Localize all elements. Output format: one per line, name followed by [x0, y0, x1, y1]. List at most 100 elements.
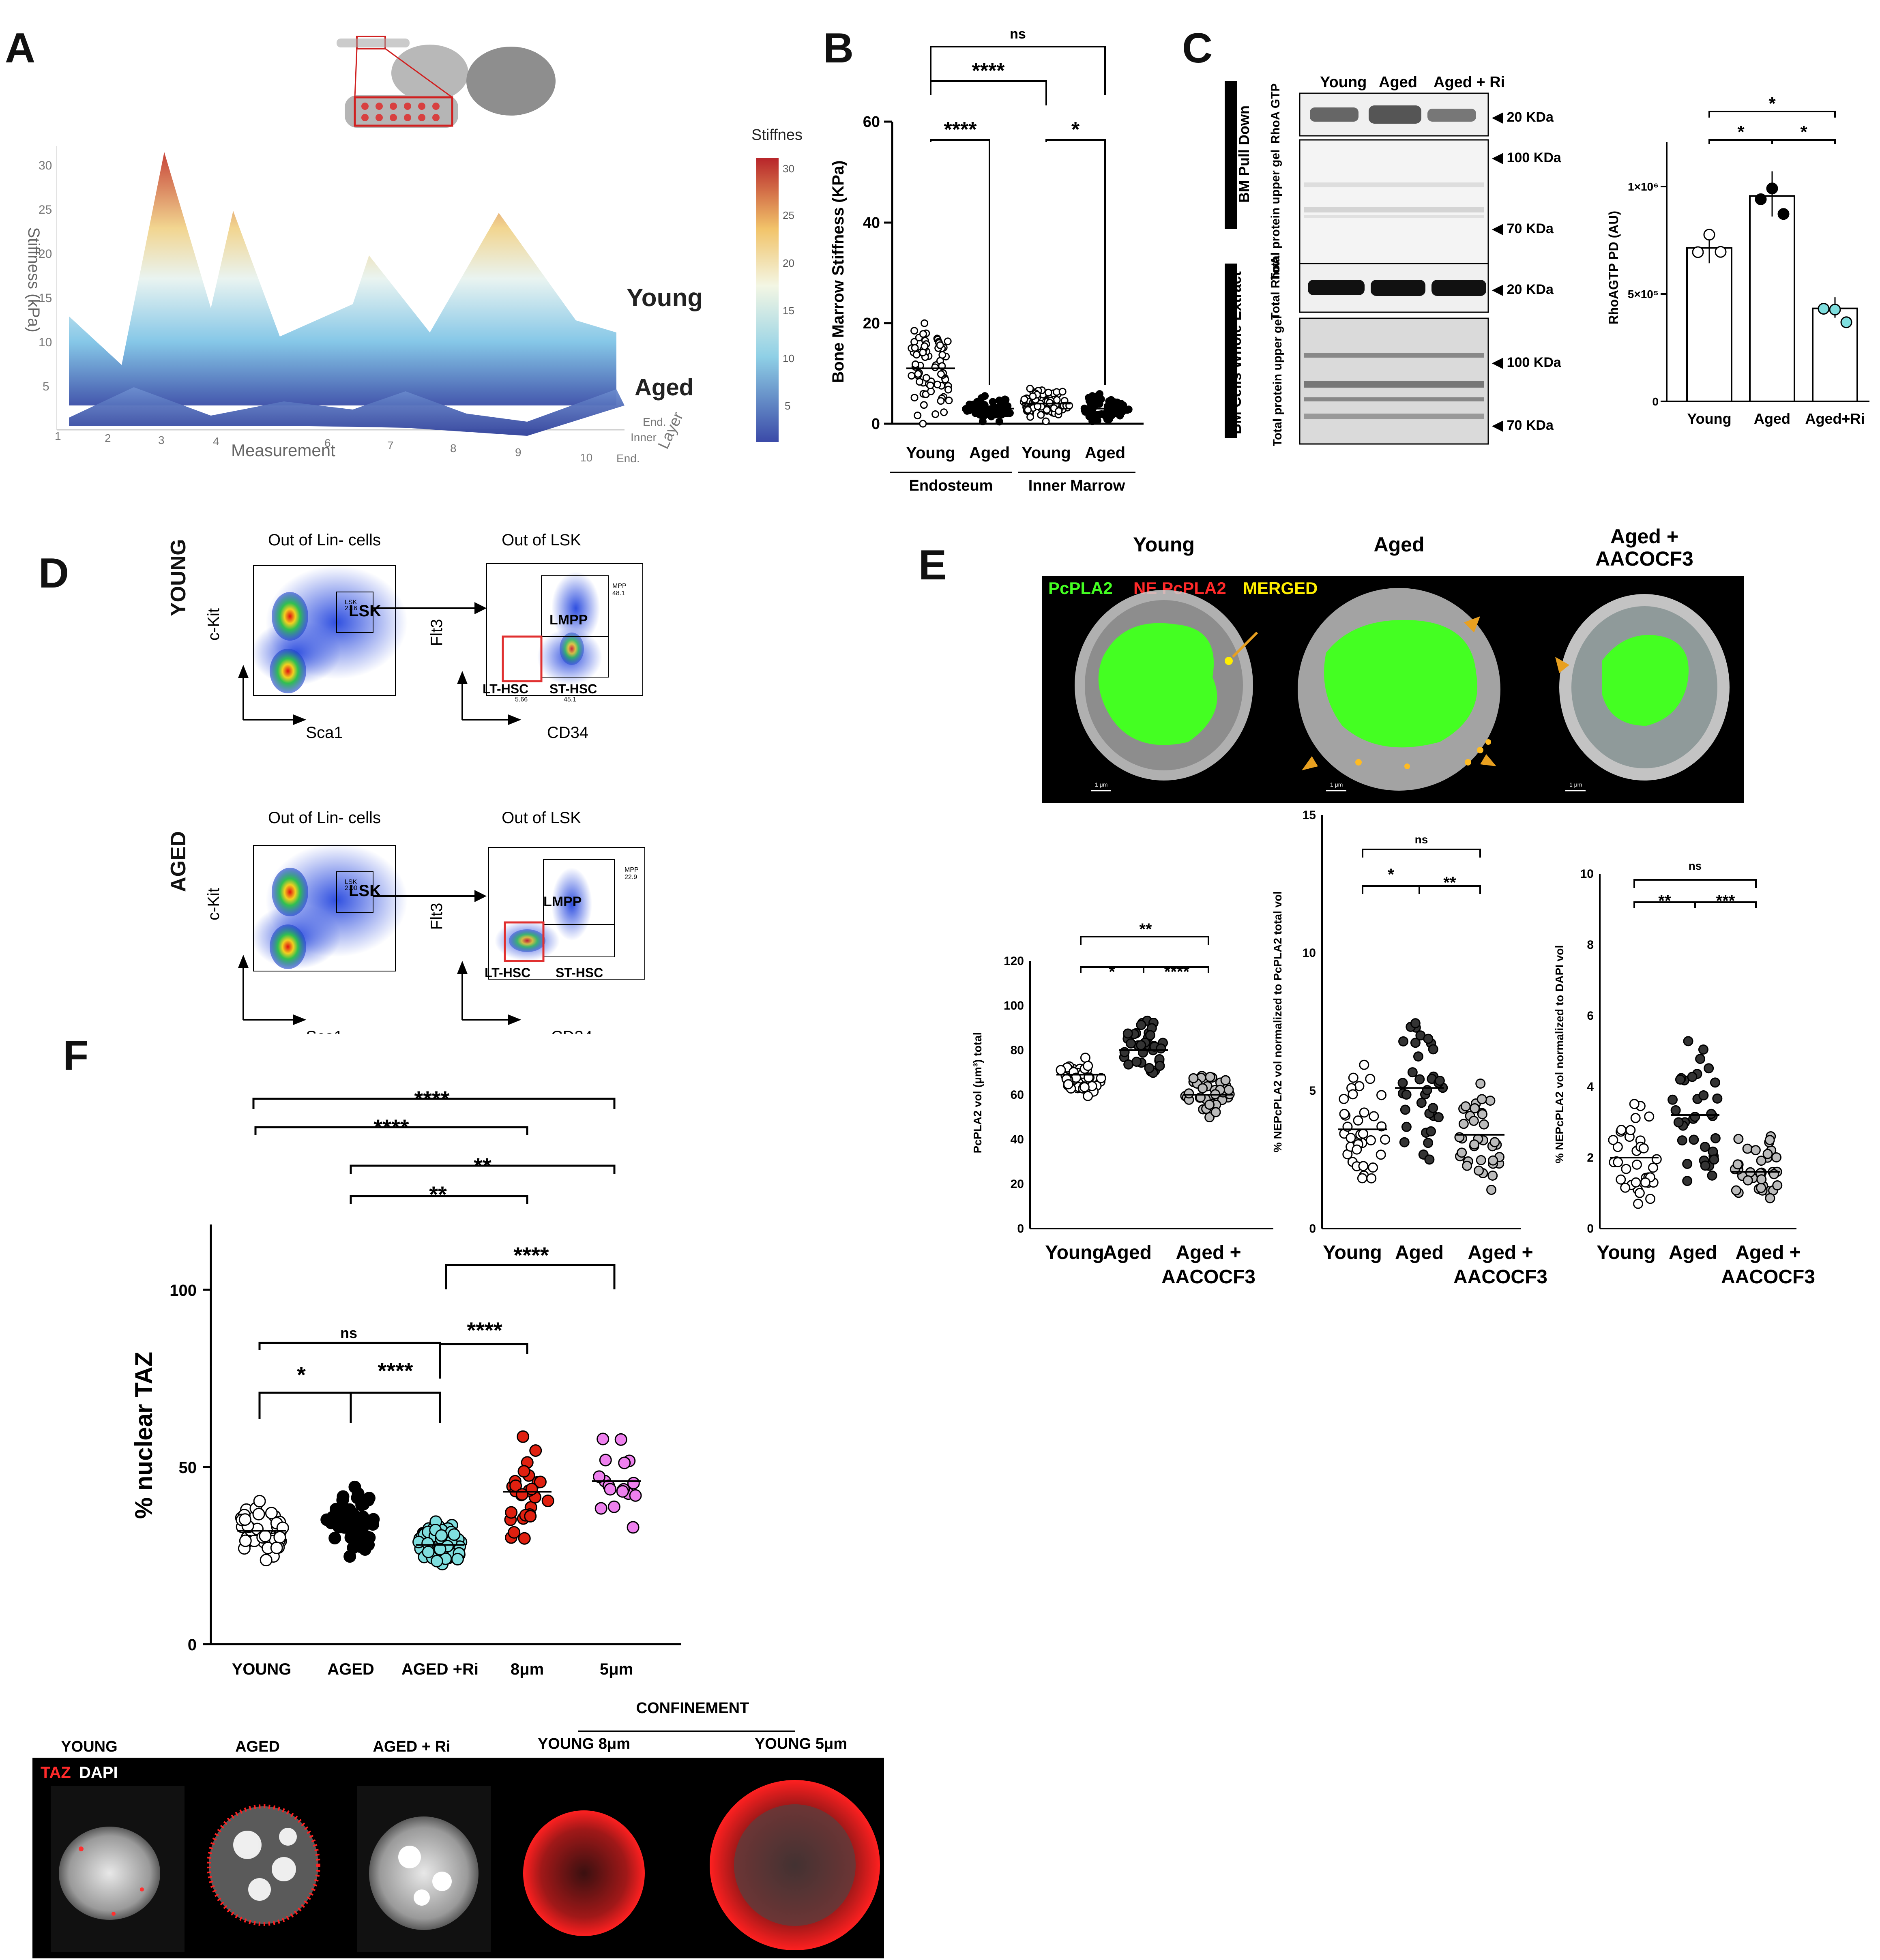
e0-2-point [1220, 1075, 1231, 1085]
b-0-point [945, 397, 953, 405]
f-2-point [451, 1553, 464, 1565]
f-4-point [627, 1477, 640, 1490]
b-1-point [979, 413, 987, 421]
svg-text:30: 30 [783, 163, 794, 175]
b-1-point [989, 398, 997, 406]
b-1-point [981, 392, 989, 400]
svg-text:5: 5 [785, 400, 790, 412]
f-2-point [434, 1543, 446, 1556]
e2-0-point [1620, 1182, 1631, 1193]
e0-1-point [1119, 1047, 1130, 1057]
colorbar [756, 158, 779, 442]
b-0-point [940, 408, 948, 416]
b-0-point [922, 374, 930, 382]
svg-text:Young: Young [1323, 1242, 1382, 1263]
panel-b-chart: 0 20 40 60 Bone Marrow Stiffness (KPa) Y… [829, 26, 1144, 494]
e2-1-point [1707, 1170, 1717, 1181]
e2-1-point [1689, 1134, 1699, 1145]
b-2-point [1046, 399, 1054, 407]
svg-text:Sca1: Sca1 [306, 1028, 343, 1034]
svg-text:0: 0 [1017, 1222, 1024, 1235]
svg-text:YOUNG: YOUNG [61, 1738, 117, 1755]
e1-2-point [1475, 1079, 1486, 1089]
svg-text:Aged: Aged [1379, 74, 1417, 91]
svg-text:Young: Young [1320, 74, 1367, 91]
c-pull-bar [1225, 81, 1237, 229]
c-lanes: Young Aged Aged + Ri [1320, 74, 1505, 91]
e2-0-point [1633, 1199, 1644, 1209]
e0-2-point [1188, 1073, 1199, 1083]
svg-text:Young: Young [1133, 533, 1195, 556]
e1-0-point [1376, 1090, 1387, 1100]
e0-2-point [1184, 1088, 1194, 1099]
svg-text:0: 0 [188, 1636, 197, 1654]
e1-0-point [1353, 1115, 1363, 1126]
e-titles: Young Aged Aged + AACOCF3 [1133, 525, 1693, 570]
f-4-point [629, 1489, 642, 1502]
panel-c-blots: BM Pull Down BM Cells Whole Extract Youn… [1228, 74, 1562, 446]
svg-text:LMPP: LMPP [549, 612, 588, 628]
f-groups: YOUNG AGED AGED +Ri 8μm 5μm [232, 1660, 633, 1678]
svg-text:Aged: Aged [1669, 1242, 1717, 1263]
e2-0-point [1616, 1174, 1626, 1185]
svg-text:6: 6 [324, 437, 331, 449]
f-4-point [594, 1502, 607, 1515]
svg-text:30: 30 [39, 159, 52, 172]
b-0-point [944, 337, 952, 345]
svg-text:Total RhoA: Total RhoA [1269, 256, 1282, 320]
e1-2-point [1489, 1137, 1500, 1147]
e2-1-point [1687, 1072, 1698, 1082]
f-2-point [435, 1529, 448, 1542]
b-0-point [919, 330, 927, 338]
e2-2-point [1772, 1180, 1783, 1191]
svg-text:****: **** [414, 1086, 449, 1112]
b-0-point [921, 342, 929, 350]
svg-text:DAPI: DAPI [79, 1764, 118, 1782]
e1-0-point [1348, 1072, 1358, 1083]
e0-2-point [1205, 1072, 1215, 1082]
svg-text:****: **** [944, 118, 977, 142]
svg-text:25: 25 [783, 209, 794, 221]
svg-text:*: * [297, 1362, 306, 1387]
e1-1-point [1400, 1104, 1410, 1115]
f-3-point [524, 1510, 537, 1523]
b-0-point [931, 410, 940, 418]
svg-text:9: 9 [515, 446, 522, 459]
svg-text:YOUNG: YOUNG [232, 1660, 292, 1678]
e-cell-aged-aacocf3 [1555, 594, 1730, 781]
svg-text:Inner Marrow: Inner Marrow [1028, 477, 1125, 494]
f-1-point [362, 1538, 375, 1551]
e0-1-point [1131, 1057, 1142, 1067]
f-3-point [508, 1526, 521, 1539]
e-cell-young [1075, 590, 1258, 781]
b-2-point [1037, 411, 1045, 419]
b-0-point [916, 378, 924, 386]
e2-1-point [1706, 1109, 1717, 1119]
b-0-point [919, 348, 927, 356]
e1-1-point [1433, 1112, 1444, 1122]
e2-2-point [1765, 1193, 1775, 1203]
f-4-point [607, 1500, 620, 1513]
f-3-point [518, 1532, 531, 1545]
svg-text:◀ 100 KDa: ◀ 100 KDa [1492, 355, 1562, 370]
f-2-point [430, 1555, 443, 1568]
e1-1-point [1397, 1078, 1408, 1088]
e2-1-point [1710, 1077, 1720, 1088]
b-0-point [931, 363, 939, 371]
e2-2-point [1771, 1152, 1782, 1162]
svg-text:20: 20 [863, 315, 880, 332]
svg-text:ns: ns [1415, 833, 1428, 846]
svg-text:AGED: AGED [327, 1660, 374, 1678]
svg-text:◀ 20 KDa: ◀ 20 KDa [1492, 282, 1554, 297]
e-plot-2: 0 5 10 15 % NEPcPLA2 vol normalized to P… [1271, 808, 1521, 1235]
c-bar-point [1766, 182, 1778, 195]
svg-text:AGED +Ri: AGED +Ri [401, 1660, 479, 1678]
e2-0-point [1608, 1135, 1618, 1145]
e0-0-point [1096, 1073, 1106, 1083]
e1-2-point [1470, 1103, 1480, 1113]
e1-2-point [1477, 1094, 1487, 1104]
c-bar-point [1818, 303, 1830, 315]
e2-0-point [1616, 1125, 1627, 1135]
svg-text:Total protein upper gel: Total protein upper gel [1269, 150, 1282, 281]
e2-1-point [1668, 1094, 1678, 1105]
